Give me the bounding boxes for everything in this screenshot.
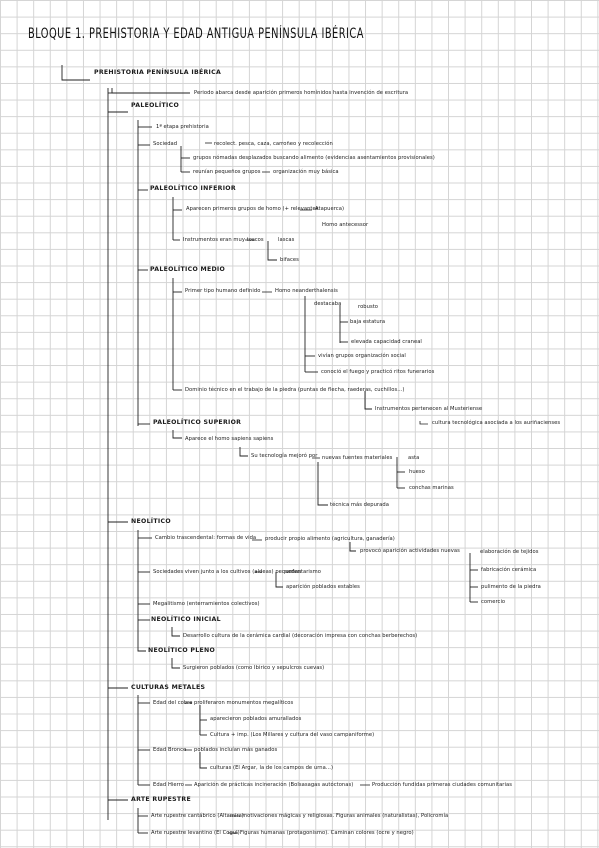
- note-soc3: reunían pequeños grupos: [193, 169, 261, 175]
- note-med2: destacaba: [314, 301, 342, 307]
- note-med3: vivían grupos organización social: [318, 353, 406, 359]
- label-bronce: Edad Bronce: [153, 747, 187, 753]
- note-neo3a: sedentarismo: [285, 569, 321, 575]
- heading-neolitico: NEOLÍTICO: [131, 518, 171, 525]
- heading-inferior: PALEOLÍTICO INFERIOR: [150, 185, 236, 192]
- note-art1b: motivaciones mágicas y religiosas. Figur…: [242, 813, 449, 819]
- note-sup-right: cultura tecnológica asociada a los auriñ…: [432, 420, 561, 426]
- note-soc3b: organización muy básica: [273, 169, 339, 175]
- note-hie1: Aparición de prácticas incineración (Bol…: [194, 782, 354, 788]
- note-sup3: técnica más depurada: [330, 502, 389, 508]
- heading-pleno: NEOLÍTICO PLENO: [148, 647, 216, 654]
- page-title: BLOQUE 1. PREHISTORIA Y EDAD ANTIGUA PEN…: [28, 26, 364, 42]
- heading-metales: CULTURAS METALES: [131, 684, 206, 691]
- note-art2: Arte rupestre levantino (El Cogul): [151, 830, 240, 836]
- note-inf1b: Atapuerca): [315, 206, 345, 212]
- note-inf1c: Homo antecessor: [322, 222, 369, 228]
- note-art2b: Figuras humanas (protagonismo). Caminan …: [240, 830, 414, 836]
- note-inf1: Aparecen primeros grupos de homo (+ rele…: [186, 206, 319, 212]
- note-bron2: culturas (El Argar, la de los campos de …: [210, 765, 334, 771]
- note-med1: Primer tipo humano definido: [185, 288, 261, 294]
- note-inf2b: bifaces: [280, 257, 299, 263]
- label-sociedad: Sociedad: [153, 141, 178, 147]
- note-bron1: poblados incluían más ganados: [194, 747, 278, 753]
- note-neo4: Megalitismo (enterramientos colectivos): [153, 601, 260, 607]
- note-med2c: elevada capacidad craneal: [351, 339, 422, 345]
- note-neo3b: aparición poblados estables: [286, 584, 360, 590]
- note-inf2: Instrumentos eran muy toscos: [183, 237, 264, 243]
- note-inf2a: lascas: [278, 237, 295, 243]
- note-cob3: Cultura + imp. (Los Millares y cultura d…: [210, 732, 375, 738]
- note-ini1: Desarrollo cultura de la cerámica cardia…: [183, 633, 418, 639]
- note-neo2: provocó aparición actividades nuevas: [360, 548, 460, 554]
- note-neo2a: elaboración de tejidos: [480, 549, 539, 555]
- note-periodo: Periodo abarca desde aparición primeros …: [194, 90, 409, 96]
- note-soc2: grupos nómadas desplazados buscando alim…: [193, 155, 435, 161]
- label-cobre: Edad del cobre: [153, 700, 193, 706]
- note-art1: Arte rupestre cantábrico (Altamira): [151, 813, 244, 819]
- heading-inicial: NEOLÍTICO INICIAL: [151, 616, 221, 623]
- note-cob1: proliferaron monumentos megalíticos: [194, 700, 294, 706]
- note-neo1b: producir propio alimento (agricultura, g…: [265, 536, 395, 542]
- note-etapa: 1ª etapa prehistoria: [156, 124, 209, 130]
- note-sup1: Aparece el homo sapiens sapiens: [185, 436, 274, 442]
- note-med6: Instrumentos pertenecen al Musteriense: [375, 406, 483, 412]
- note-neo3: Sociedades viven junto a los cultivos (a…: [153, 569, 302, 575]
- note-ple1: Surgieron poblados (como Ibirico y sepul…: [183, 665, 325, 671]
- note-sup2c: asta: [408, 455, 420, 461]
- note-med2a: robusto: [358, 304, 379, 310]
- note-neo2c: pulimento de la piedra: [481, 584, 541, 590]
- note-sup2: Su tecnología mejoró por: [251, 453, 318, 459]
- heading-arte: ARTE RUPESTRE: [131, 796, 191, 803]
- note-sup2e: conchas marinas: [409, 485, 454, 491]
- note-soc1: recolect. pesca, caza, carroñeo y recole…: [214, 141, 333, 147]
- heading-superior: PALEOLÍTICO SUPERIOR: [153, 419, 242, 426]
- note-neo2d: comercio: [481, 599, 506, 605]
- note-hie2: Producción fundidas primeras ciudades co…: [372, 782, 512, 788]
- label-hierro: Edad Hierro: [153, 782, 185, 788]
- note-neo2b: fabricación cerámica: [481, 567, 537, 573]
- note-med2b: baja estatura: [350, 319, 386, 325]
- heading-medio: PALEOLÍTICO MEDIO: [150, 266, 226, 273]
- note-sup2b: nuevas fuentes materiales: [322, 455, 393, 461]
- note-cob2: aparecieron poblados amurallados: [210, 716, 302, 722]
- note-neo1: Cambio trascendental: formas de vida: [155, 535, 257, 541]
- note-med4: conoció el fuego y practicó ritos funera…: [321, 369, 435, 375]
- note-med1b: Homo neanderthalensis: [275, 288, 338, 294]
- heading-prehistoria: PREHISTORIA PENÍNSULA IBÉRICA: [94, 69, 222, 76]
- note-med5: Dominio técnico en el trabajo de la pied…: [185, 387, 405, 393]
- note-sup2d: hueso: [409, 469, 425, 475]
- heading-paleolitico: PALEOLÍTICO: [131, 102, 180, 109]
